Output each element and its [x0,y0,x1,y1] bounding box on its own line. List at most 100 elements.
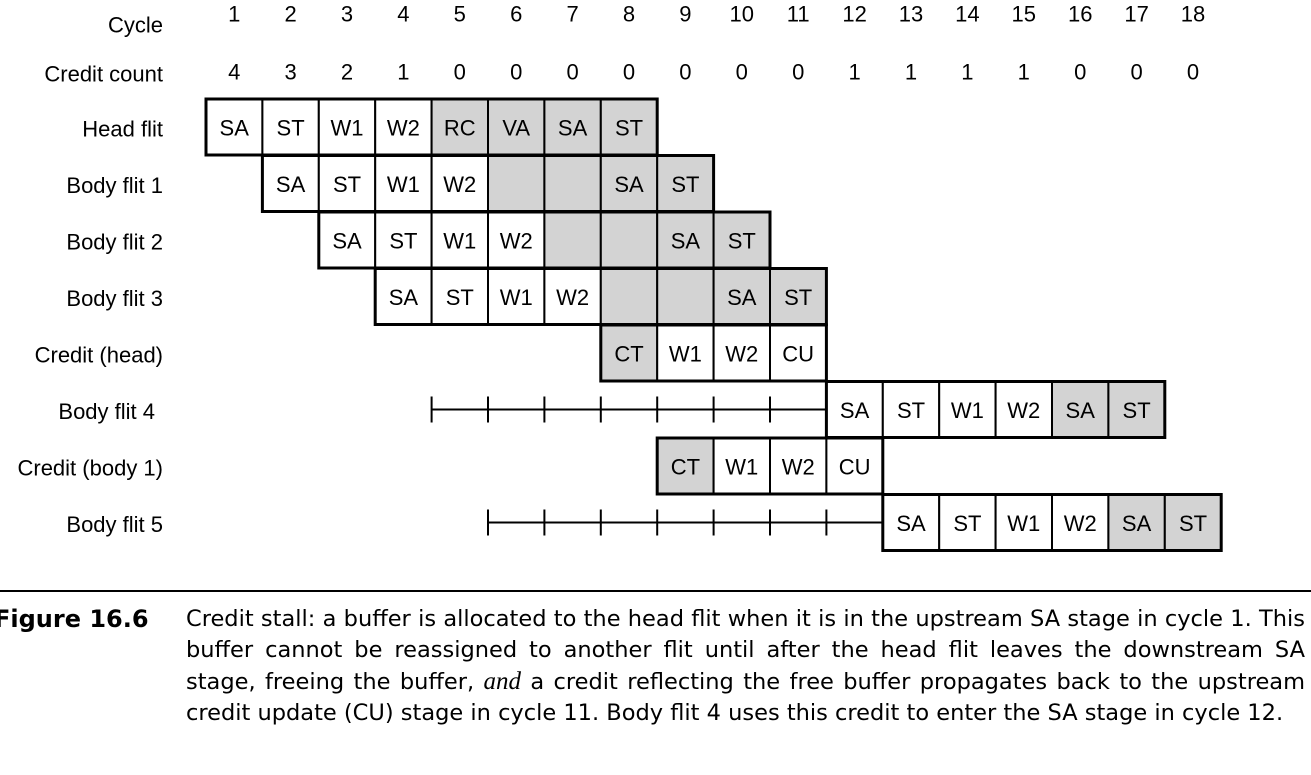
pipeline-cell [1107,380,1166,439]
stage-label: SA [614,172,644,197]
credit-count-value: 0 [566,60,578,85]
cycle-number: 3 [341,2,353,27]
pipeline-cell [599,211,659,269]
pipeline-cell [825,437,884,495]
stage-label: W2 [556,285,589,310]
credit-count-value: 0 [679,60,691,85]
credit-count-value: 0 [1074,60,1086,85]
pipeline-cell [881,493,941,552]
cycle-number: 10 [730,2,754,27]
stage-label: W1 [669,342,702,367]
stage-label: SA [1066,398,1096,423]
stage-label: W1 [951,398,984,423]
credit-count-value: 3 [284,60,296,85]
stage-label: W1 [387,172,420,197]
cycle-number: 1 [228,2,240,27]
stage-label: SA [276,172,306,197]
stage-label: ST [784,285,812,310]
row-label: Body flit 5 [66,512,163,537]
stage-label: ST [728,229,756,254]
stage-label: W2 [782,455,815,480]
pipeline-cell [430,267,490,326]
stage-label: W1 [500,285,533,310]
cycle-header-label: Cycle [108,13,163,38]
credit-count-value: 1 [961,60,973,85]
figure-label: Figure 16.6 [0,605,149,633]
stage-label: W2 [1007,398,1040,423]
caption-rule [0,590,1311,592]
stage-label: SA [1122,511,1152,536]
cycle-number: 18 [1181,2,1205,27]
stage-label: RC [444,116,476,141]
stage-label: W2 [725,342,758,367]
stage-label: VA [502,116,530,141]
pipeline-cell [430,154,490,213]
cycle-number: 17 [1124,2,1148,27]
credit-count-label: Credit count [44,62,163,87]
pipeline-cell [1051,493,1110,552]
credit-count-value: 0 [454,60,466,85]
pipeline-cell [1163,493,1223,552]
stage-label: SA [727,285,757,310]
stage-label: CU [782,342,814,367]
pipeline-cell [374,154,433,213]
credit-count-value: 0 [1130,60,1142,85]
stage-label: CT [671,455,700,480]
cycle-number: 12 [842,2,866,27]
pipeline-cell [1107,493,1166,552]
cycle-number: 15 [1012,2,1036,27]
cycle-number: 11 [787,2,810,27]
pipeline-cell [487,211,546,269]
credit-count-value: 0 [736,60,748,85]
pipeline-cell [656,324,715,382]
cycle-number: 14 [955,2,979,27]
cycle-number: 4 [397,2,409,27]
stage-label: ST [446,285,474,310]
row-label: Body flit 2 [66,230,163,255]
stage-label: ST [1179,511,1207,536]
credit-count-value: 0 [1187,60,1199,85]
cycle-number: 6 [510,2,522,27]
stage-label: SA [389,285,419,310]
stage-label: ST [277,116,305,141]
stage-label: W2 [500,229,533,254]
stage-label: W1 [1007,511,1040,536]
row-label: Credit (head) [35,343,163,368]
credit-count-value: 0 [792,60,804,85]
pipeline-cell [543,211,602,269]
stage-label: ST [333,172,361,197]
credit-count-value: 4 [228,60,240,85]
cycle-number: 16 [1068,2,1092,27]
cell-group-border [655,436,885,496]
pipeline-cell [261,154,320,213]
pipeline-cell [487,154,546,213]
row-label: Body flit 3 [66,286,163,311]
pipeline-cell [656,267,715,326]
credit-count-value: 0 [510,60,522,85]
stage-label: W2 [443,172,476,197]
pipeline-cell [543,267,602,326]
stage-label: W2 [387,116,420,141]
stage-label: SA [332,229,362,254]
stage-label: ST [615,116,643,141]
credit-count-value: 1 [905,60,917,85]
caption-text-part-1: Credit stall: a buffer is allocated to t… [186,606,1305,695]
stage-label: SA [220,116,250,141]
row-label: Credit (body 1) [17,456,163,481]
pipeline-cell [712,324,771,382]
credit-count-value: 1 [848,60,860,85]
cycle-number: 2 [284,2,296,27]
stage-label: W1 [331,116,364,141]
stage-label: CU [839,455,871,480]
credit-count-value: 2 [341,60,353,85]
stage-label: SA [671,229,701,254]
cycle-number: 13 [899,2,923,27]
cycle-number: 7 [566,2,578,27]
cycle-number: 5 [454,2,466,27]
cell-group-border [599,323,828,383]
stage-label: W1 [443,229,476,254]
stage-label: W2 [1064,511,1097,536]
stage-label: SA [896,511,926,536]
caption-text-part-2: a credit reflecting the free buffer prop… [186,669,1305,726]
